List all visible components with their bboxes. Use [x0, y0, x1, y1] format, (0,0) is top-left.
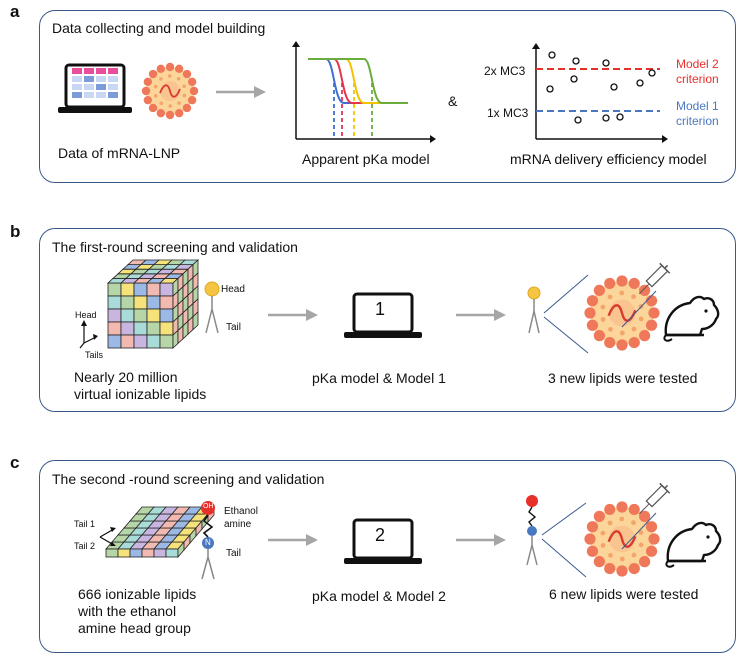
panel-a-title: Data collecting and model building — [52, 20, 266, 36]
arrow-icon — [268, 534, 318, 546]
laptop-spreadsheet-icon — [58, 63, 132, 113]
tail2-label: Tail 2 — [74, 541, 96, 551]
axes-icon — [99, 527, 116, 546]
model-label: pKa model & Model 2 — [312, 588, 446, 604]
lipid-molecule-icon — [527, 286, 541, 334]
cube-tails-label: Tails — [85, 350, 104, 360]
syringe-icon — [638, 262, 671, 295]
lnp-particle-icon — [141, 62, 199, 120]
model2-criterion-label: Model 2 criterion — [676, 57, 719, 86]
panel-letter-b: b — [10, 222, 21, 241]
result-label: 6 new lipids were tested — [549, 586, 699, 602]
panel-letter-c: c — [10, 453, 20, 472]
mc3-2x-label: 2x MC3 — [484, 64, 526, 78]
laptop-number-label: 2 — [375, 525, 386, 545]
ampersand-label: & — [448, 93, 458, 109]
pka-model-label: Apparent pKa model — [302, 151, 430, 167]
model1-criterion-label: Model 1 criterion — [676, 99, 719, 128]
mouse-icon — [665, 521, 722, 568]
lipid-library-cube-icon — [106, 259, 200, 349]
panel-a: Data collecting and model building Data — [39, 10, 736, 183]
panel-c-title: The second -round screening and validati… — [52, 471, 325, 487]
head-group-label: Ethanol amine — [224, 506, 258, 530]
arrow-icon — [216, 86, 266, 98]
model-label: pKa model & Model 1 — [312, 370, 446, 386]
n-label: N — [205, 538, 211, 547]
zoom-lines — [621, 290, 657, 328]
arrow-icon — [456, 309, 506, 321]
mc3-1x-label: 1x MC3 — [487, 106, 529, 120]
efficiency-model-label: mRNA delivery efficiency model — [510, 151, 707, 167]
library-label: Nearly 20 million virtual ionizable lipi… — [74, 369, 207, 402]
lnp-particle-icon — [584, 501, 660, 577]
panel-b-title: The first-round screening and validation — [52, 239, 298, 255]
lipid-library-slab-icon — [105, 505, 215, 559]
pka-curve-yellow — [308, 58, 390, 104]
ethanolamine-lipid-icon — [201, 501, 215, 580]
panel-c: The second -round screening and validati… — [39, 460, 736, 653]
tail1-label: Tail 1 — [74, 519, 96, 529]
panel-letter-a: a — [10, 2, 20, 21]
library-label: 666 ionizable lipids with the ethanol am… — [78, 586, 197, 636]
lipid-tail-label: Tail — [226, 322, 242, 333]
panel-b: The first-round screening and validation… — [39, 228, 736, 412]
ethanolamine-lipid-icon — [526, 495, 538, 566]
oh-label: OH — [203, 503, 214, 510]
pka-curve-green — [308, 58, 408, 104]
lipid-head-label: Head — [221, 284, 245, 295]
syringe-icon — [638, 482, 671, 515]
data-label: Data of mRNA-LNP — [58, 145, 181, 161]
zoom-lines — [541, 502, 587, 578]
lipid-tail-label: Tail — [226, 548, 242, 559]
result-label: 3 new lipids were tested — [548, 370, 698, 386]
lipid-molecule-icon — [204, 281, 220, 334]
zoom-lines — [543, 274, 589, 354]
arrow-icon — [456, 534, 506, 546]
cube-head-label: Head — [75, 310, 97, 320]
laptop-model-icon — [344, 518, 422, 564]
lnp-particle-icon — [584, 275, 660, 351]
efficiency-scatter-chart — [532, 43, 668, 143]
axes-icon — [79, 320, 98, 349]
laptop-model-icon — [344, 292, 422, 338]
laptop-number-label: 1 — [375, 299, 386, 319]
mouse-icon — [663, 295, 720, 342]
pka-curves-chart — [292, 41, 436, 143]
arrow-icon — [268, 309, 318, 321]
zoom-lines — [621, 512, 657, 550]
